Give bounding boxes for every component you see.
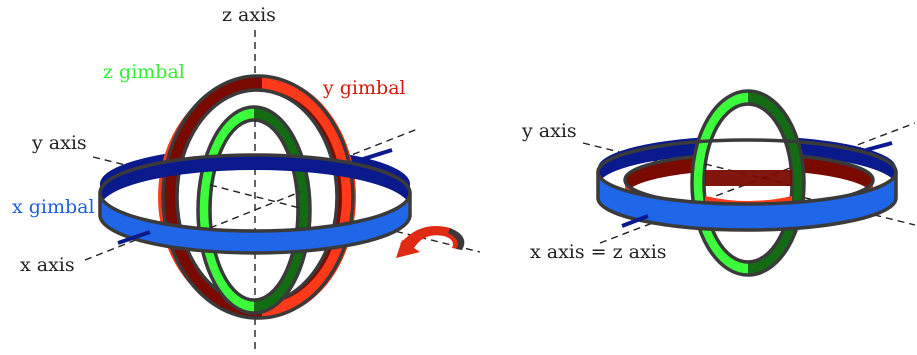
z-gimbal-outer-edge bbox=[196, 105, 312, 315]
z-gimbal-inner-edge bbox=[208, 118, 300, 302]
left-y-axis-stub bbox=[359, 148, 393, 162]
x-gimbal-front-band bbox=[100, 193, 410, 253]
right-xz-axis-stub bbox=[621, 214, 649, 228]
rotation-arrow-icon bbox=[396, 226, 465, 258]
left-x-axis-stub bbox=[117, 230, 151, 245]
left-y-axis-label: y axis bbox=[32, 132, 87, 154]
right-y-axis-label: y axis bbox=[522, 120, 577, 142]
right-z-gimbal bbox=[690, 89, 806, 277]
z-gimbal bbox=[196, 105, 312, 315]
left-z-axis-label: z axis bbox=[222, 4, 276, 26]
y-gimbal-label: y gimbal bbox=[323, 77, 406, 99]
x-gimbal-bottom-edge bbox=[98, 214, 412, 255]
x-gimbal-label: x gimbal bbox=[12, 196, 95, 218]
y-gimbal-outer-edge bbox=[161, 74, 355, 320]
right-x-gimbal bbox=[596, 138, 898, 232]
right-gimbal-diagram bbox=[582, 89, 916, 277]
z-gimbal-label: z gimbal bbox=[103, 61, 185, 83]
left-x-axis-label: x axis bbox=[20, 254, 75, 276]
left-gimbal-diagram bbox=[84, 30, 481, 352]
right-axis-stub-2 bbox=[865, 141, 893, 152]
x-gimbal bbox=[98, 153, 412, 255]
right-y-gimbal-back bbox=[625, 154, 873, 196]
x-gimbal-back-band bbox=[100, 155, 410, 208]
y-gimbal-red-face bbox=[262, 76, 356, 318]
right-xz-axis-label: x axis = z axis bbox=[530, 241, 667, 263]
right-x-gimbal-back bbox=[598, 136, 896, 186]
